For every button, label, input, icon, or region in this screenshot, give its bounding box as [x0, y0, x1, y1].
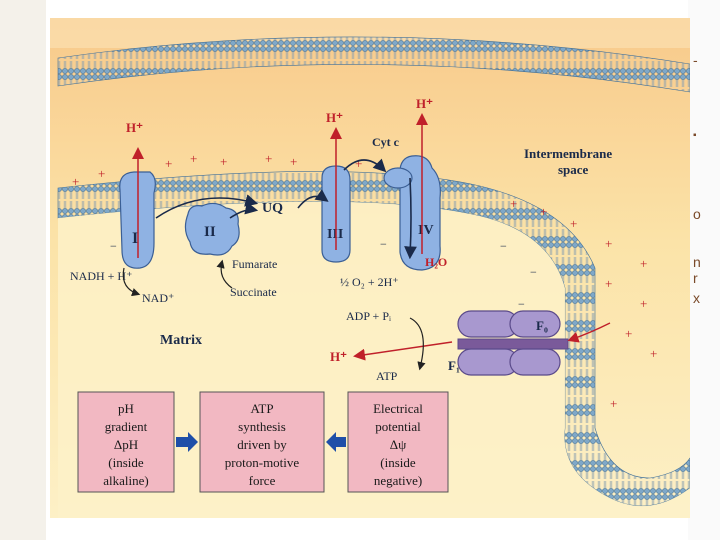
- svg-text:force: force: [249, 473, 276, 488]
- margin-glyph: n: [693, 254, 701, 270]
- svg-text:+: +: [290, 154, 297, 169]
- svg-text:+: +: [190, 151, 197, 166]
- svg-text:+: +: [265, 151, 272, 166]
- svg-text:−: −: [530, 265, 537, 279]
- svg-text:+: +: [640, 256, 647, 271]
- matrix-label: Matrix: [160, 333, 202, 348]
- svg-text:ΔpH: ΔpH: [114, 437, 138, 452]
- svg-text:+: +: [540, 204, 547, 219]
- svg-text:+: +: [650, 346, 657, 361]
- svg-text:+: +: [570, 216, 577, 231]
- atp-synthase: [458, 311, 568, 375]
- f0-label: F₀: [536, 318, 548, 333]
- svg-text:potential: potential: [375, 419, 421, 434]
- intermembrane-label-1: Intermembrane: [524, 146, 612, 161]
- svg-text:(inside: (inside: [380, 455, 416, 470]
- left-margin: [0, 0, 46, 540]
- svg-text:+: +: [605, 276, 612, 291]
- svg-text:driven by: driven by: [237, 437, 287, 452]
- svg-text:+: +: [605, 236, 612, 251]
- svg-text:+: +: [640, 296, 647, 311]
- svg-text:−: −: [110, 239, 117, 253]
- cyt-c-label: Cyt c: [372, 135, 400, 149]
- proton-label-iv: H⁺: [416, 96, 433, 111]
- succinate-label: Succinate: [230, 285, 277, 299]
- svg-text:+: +: [510, 196, 517, 211]
- complex-iii-label: III: [327, 227, 343, 242]
- svg-text:+: +: [220, 154, 227, 169]
- margin-glyph: -: [693, 52, 698, 68]
- cytochrome-c: [384, 168, 412, 188]
- svg-text:+: +: [610, 396, 617, 411]
- svg-text:+: +: [98, 166, 105, 181]
- svg-text:+: +: [625, 326, 632, 341]
- f1-label: F₁: [448, 358, 460, 373]
- electron-transport-chain-diagram: +++ +++ +++ +++ +++ +++ −−− −−− I II III…: [50, 18, 690, 518]
- proton-label-synthase: H⁺: [330, 349, 347, 364]
- svg-text:alkaline): alkaline): [103, 473, 148, 488]
- svg-text:−: −: [380, 237, 387, 251]
- water-label: H₂O: [425, 255, 447, 269]
- complex-iv-label: IV: [418, 223, 434, 238]
- proton-label-iii: H⁺: [326, 110, 343, 125]
- uq-label: UQ: [262, 201, 283, 216]
- margin-glyph: x: [693, 290, 700, 306]
- nad-label: NAD⁺: [142, 291, 174, 305]
- svg-text:Δψ: Δψ: [390, 437, 407, 452]
- margin-glyph: o: [693, 206, 701, 222]
- adp-label: ADP + Pᵢ: [346, 309, 391, 323]
- svg-text:pH: pH: [118, 401, 134, 416]
- svg-text:(inside: (inside: [108, 455, 144, 470]
- proton-label-i: H⁺: [126, 120, 143, 135]
- oxygen-label: ½ O₂ + 2H⁺: [340, 275, 399, 289]
- svg-text:+: +: [165, 156, 172, 171]
- svg-text:negative): negative): [374, 473, 422, 488]
- svg-text:+: +: [355, 156, 362, 171]
- intermembrane-label-2: space: [558, 162, 589, 177]
- margin-glyph: ▪: [693, 130, 697, 141]
- margin-glyph: r: [693, 270, 698, 286]
- atp-label: ATP: [376, 369, 398, 383]
- svg-text:synthesis: synthesis: [238, 419, 286, 434]
- svg-text:Electrical: Electrical: [373, 401, 423, 416]
- svg-text:proton-motive: proton-motive: [225, 455, 300, 470]
- svg-text:+: +: [72, 174, 79, 189]
- complex-ii-label: II: [204, 224, 216, 240]
- svg-text:ATP: ATP: [250, 401, 273, 416]
- svg-text:gradient: gradient: [105, 419, 148, 434]
- fumarate-label: Fumarate: [232, 257, 277, 271]
- svg-text:−: −: [518, 297, 525, 311]
- svg-text:−: −: [500, 239, 507, 253]
